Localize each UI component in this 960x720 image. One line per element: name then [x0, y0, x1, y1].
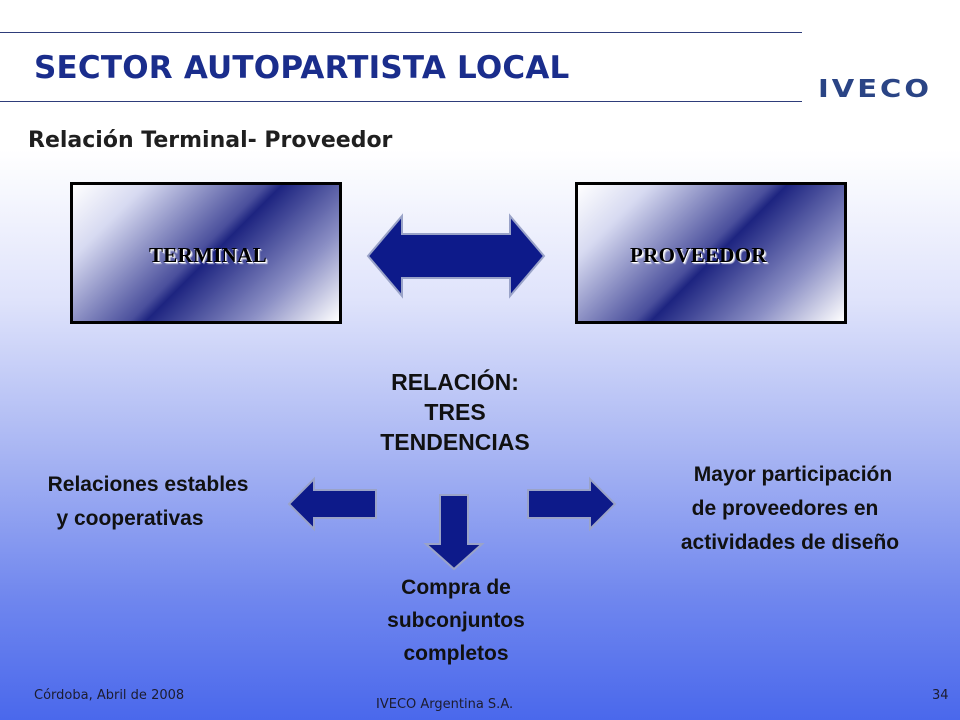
proveedor-label: PROVEEDOR	[630, 243, 767, 267]
relation-title-line-1: RELACIÓN:	[391, 369, 519, 395]
left-arrow-icon	[287, 476, 377, 532]
double-arrow-icon	[366, 213, 546, 299]
relation-title-line-3: TENDENCIAS	[380, 429, 530, 455]
iveco-logo: IVECO	[818, 74, 932, 103]
slide-title: SECTOR AUTOPARTISTA LOCAL	[34, 50, 570, 86]
slide-subtitle: Relación Terminal- Proveedor	[28, 128, 393, 153]
right-tendency-line-1: Mayor participación	[693, 463, 893, 486]
footer-location-date: Córdoba, Abril de 2008	[34, 688, 185, 703]
down-arrow-icon	[423, 494, 485, 571]
right-tendency-line-2: de proveedores en	[691, 497, 879, 520]
bottom-tendency-line-3: completos	[403, 642, 509, 665]
bottom-tendency-line-2: subconjuntos	[387, 609, 525, 632]
relation-title-line-2: TRES	[424, 399, 486, 425]
header-bottom-rule	[0, 101, 802, 102]
right-tendency-line-3: actividades de diseño	[680, 531, 900, 554]
left-tendency-line-1: Relaciones estables	[47, 473, 249, 496]
header-top-rule	[0, 32, 802, 33]
page-number: 34	[932, 688, 949, 703]
right-arrow-icon	[527, 476, 617, 532]
left-tendency-line-2: y cooperativas	[56, 507, 204, 530]
terminal-box: TERMINAL	[70, 182, 342, 324]
proveedor-box: PROVEEDOR	[575, 182, 847, 324]
terminal-label: TERMINAL	[149, 243, 267, 267]
bottom-tendency-line-1: Compra de	[401, 576, 511, 599]
footer-company: IVECO Argentina S.A.	[376, 697, 514, 712]
